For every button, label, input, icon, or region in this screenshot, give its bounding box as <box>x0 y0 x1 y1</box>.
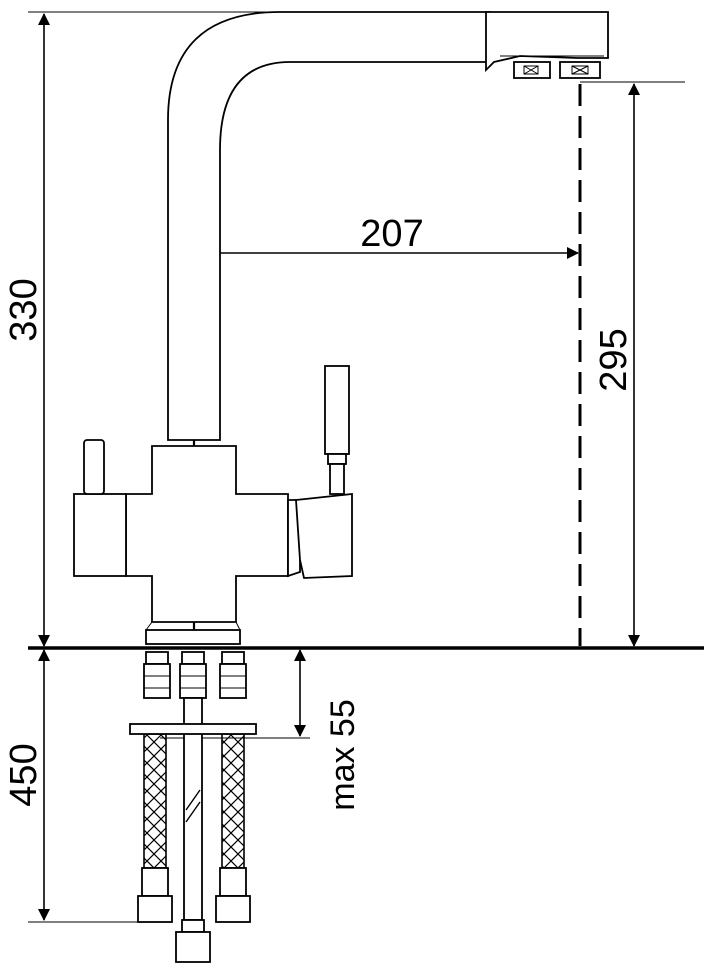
faucet-body <box>125 445 289 645</box>
dim-mount-thickness-label: max 55 <box>324 699 362 811</box>
right-handle-lever-ring <box>327 453 347 465</box>
hose-center-fitting <box>179 663 207 699</box>
hose-right-nut <box>221 651 245 665</box>
hose-center-end-nut <box>175 931 211 963</box>
spout-tube <box>167 11 491 441</box>
hoses <box>129 651 257 963</box>
left-handle[interactable] <box>73 439 127 577</box>
dim-total-height-label: 330 <box>3 278 45 341</box>
hose-left <box>137 651 173 923</box>
dim-spout-reach-label: 207 <box>360 213 423 255</box>
hose-right-fitting <box>219 663 247 699</box>
base-plate <box>145 629 241 645</box>
mounting-washer <box>129 723 257 735</box>
dim-hose-length-label: 450 <box>3 743 45 806</box>
dim-spout-height: 295 <box>593 83 640 647</box>
hose-right <box>215 651 251 923</box>
hose-center-end <box>181 919 205 933</box>
hose-left-end <box>141 867 169 897</box>
aerator-right-mark <box>571 65 589 75</box>
hose-right-braid <box>221 733 245 869</box>
spout <box>167 11 609 441</box>
hose-left-nut <box>145 651 169 665</box>
dim-total-height: 330 <box>3 12 50 647</box>
dim-spout-reach: 207 <box>193 213 579 259</box>
hose-left-end-nut <box>137 895 173 923</box>
hose-left-braid <box>143 733 167 869</box>
hose-center <box>175 651 211 963</box>
right-handle-body <box>295 492 353 579</box>
faucet-body-cross <box>125 445 289 623</box>
hose-right-end <box>219 867 247 897</box>
left-handle-lever[interactable] <box>83 439 105 495</box>
aerator-left-mark <box>523 65 539 75</box>
hose-right-end-nut <box>215 895 251 923</box>
hose-left-fitting <box>143 663 171 699</box>
right-handle[interactable] <box>287 365 353 579</box>
dim-mount-thickness: max 55 <box>294 649 362 811</box>
dim-hose-length: 450 <box>3 649 50 921</box>
right-handle-lever-stem <box>329 463 345 495</box>
hose-center-nut <box>181 651 205 665</box>
dim-spout-height-label: 295 <box>593 328 635 391</box>
left-handle-body <box>73 493 127 577</box>
right-handle-lever[interactable] <box>324 365 350 455</box>
